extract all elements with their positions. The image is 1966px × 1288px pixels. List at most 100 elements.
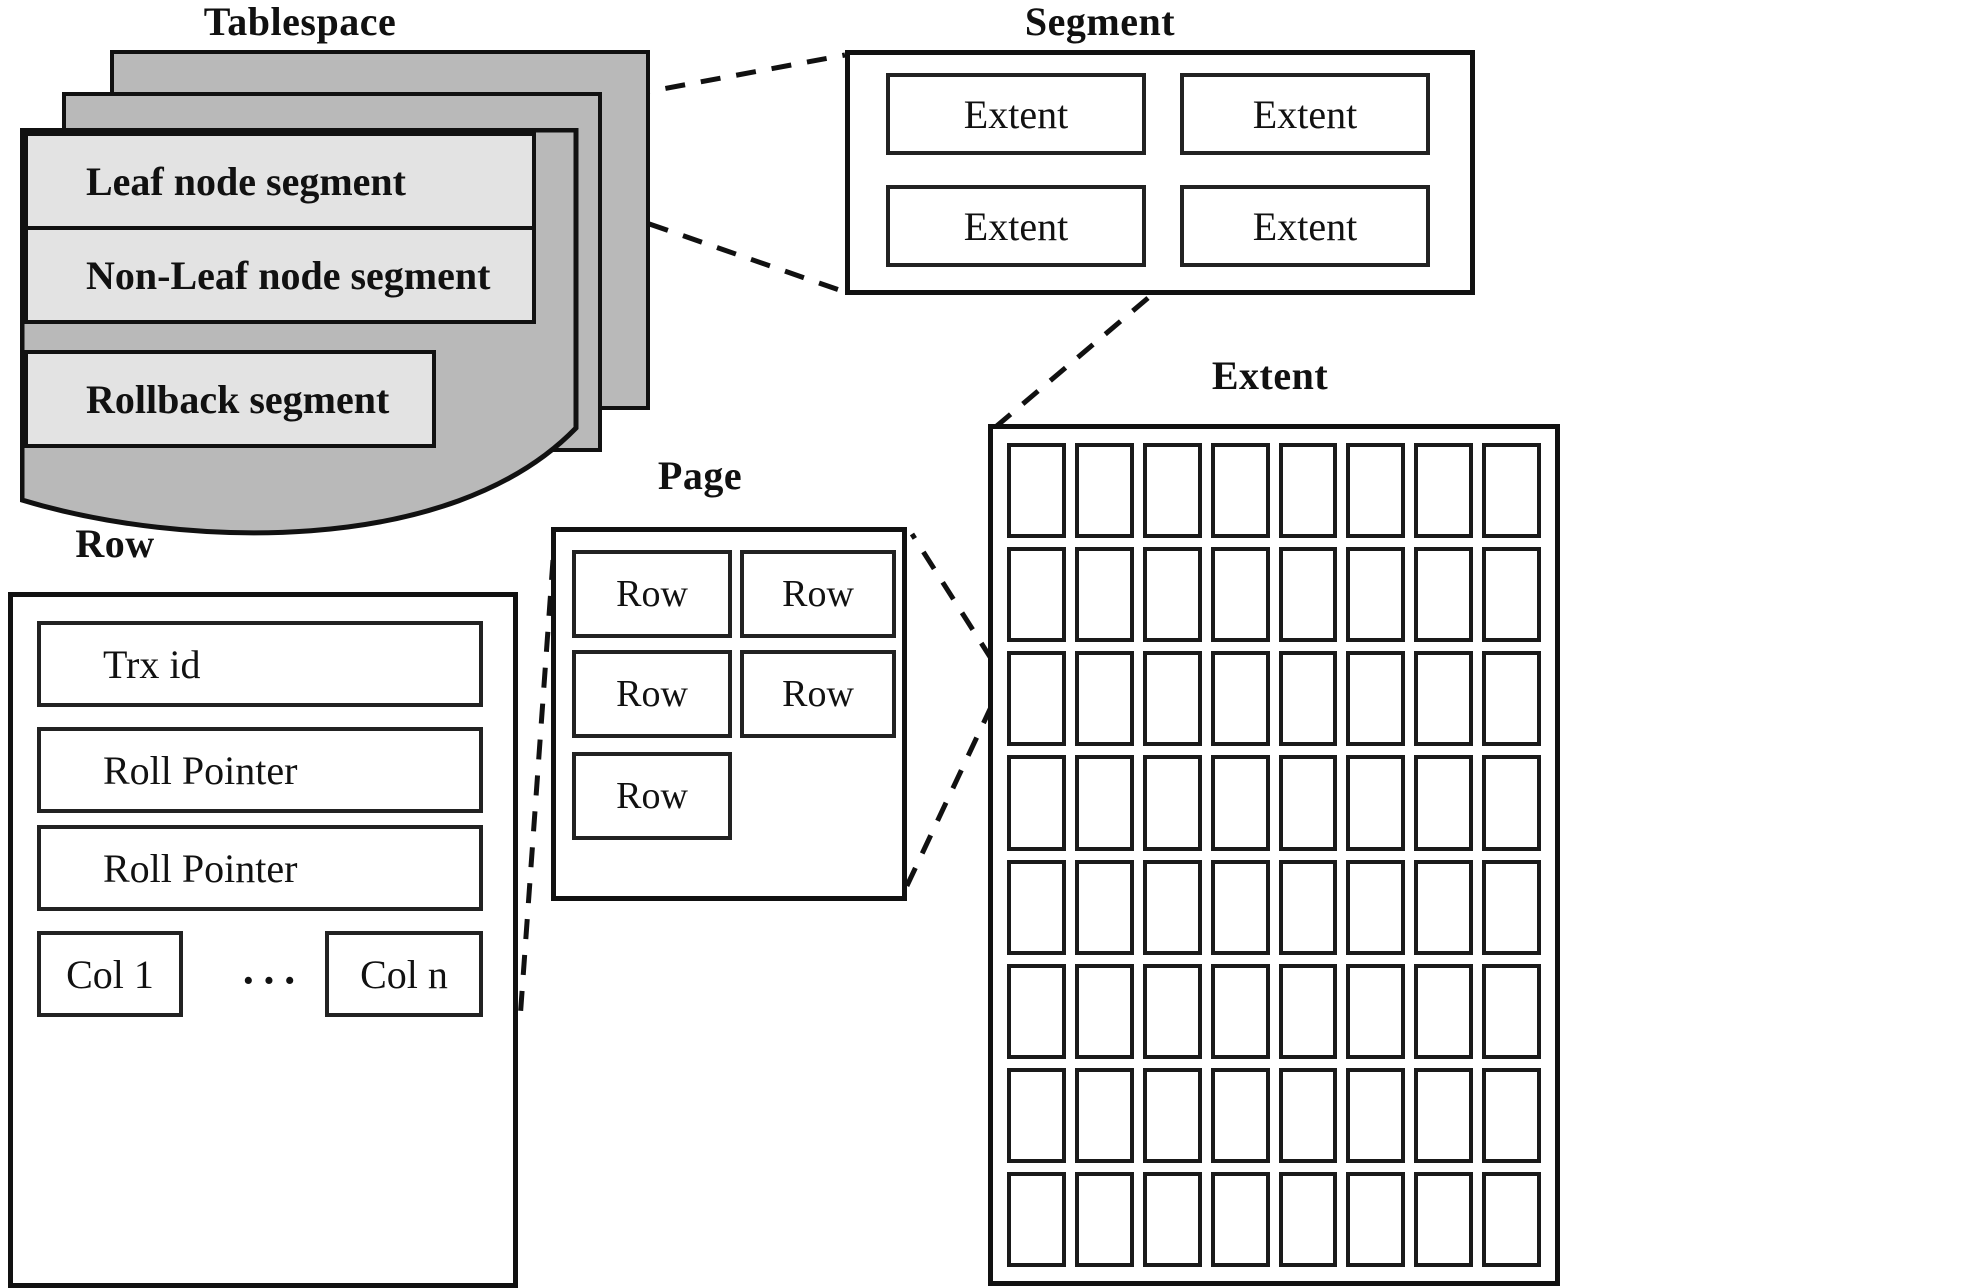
extent-page-cell[interactable] bbox=[1482, 651, 1541, 747]
extent-page-cell[interactable] bbox=[1482, 1067, 1541, 1163]
extent-box bbox=[988, 424, 1560, 1286]
tablespace-group: Leaf node segment Non-Leaf node segment … bbox=[0, 40, 700, 536]
page-row[interactable]: Row bbox=[572, 550, 732, 638]
extent-page-cell[interactable] bbox=[1142, 1067, 1202, 1163]
extent-page-cell[interactable] bbox=[1346, 547, 1406, 643]
extent-page-cell[interactable] bbox=[1414, 1171, 1474, 1267]
tablespace-segment-rollback[interactable]: Rollback segment bbox=[24, 350, 436, 448]
extent-page-cell[interactable] bbox=[1142, 755, 1202, 851]
row-field-label: Roll Pointer bbox=[103, 747, 298, 793]
extent-page-cell[interactable] bbox=[1278, 755, 1338, 851]
extent-label: Extent bbox=[1252, 91, 1358, 137]
extent-page-cell[interactable] bbox=[1346, 1067, 1406, 1163]
page-caption: Page bbox=[657, 453, 743, 498]
extent-page-cell[interactable] bbox=[1278, 1171, 1338, 1267]
tablespace-segment-label: Rollback segment bbox=[86, 376, 390, 422]
tablespace-segment-nonleaf[interactable]: Non-Leaf node segment bbox=[24, 226, 536, 324]
tablespace-segment-leaf[interactable]: Leaf node segment bbox=[24, 132, 536, 230]
tablespace-segment-label: Non-Leaf node segment bbox=[86, 252, 491, 298]
extent-page-cell[interactable] bbox=[1414, 651, 1474, 747]
extent-page-cell[interactable] bbox=[1074, 859, 1134, 955]
extent-page-cell[interactable] bbox=[1142, 1171, 1202, 1267]
extent-page-cell[interactable] bbox=[1346, 651, 1406, 747]
extent-page-cell[interactable] bbox=[1278, 547, 1338, 643]
extent-label: Extent bbox=[1252, 203, 1358, 249]
segment-extent-box[interactable]: Extent bbox=[1180, 73, 1430, 155]
extent-page-cell[interactable] bbox=[1414, 1067, 1474, 1163]
extent-page-cell[interactable] bbox=[1007, 859, 1066, 955]
page-row[interactable]: Row bbox=[740, 650, 896, 738]
extent-page-cell[interactable] bbox=[1142, 859, 1202, 955]
extent-page-cell[interactable] bbox=[1414, 963, 1474, 1059]
segment-caption: Segment bbox=[1024, 0, 1176, 44]
extent-page-cell[interactable] bbox=[1346, 443, 1406, 539]
extent-page-cell[interactable] bbox=[1482, 547, 1541, 643]
row-field-trx-id[interactable]: Trx id bbox=[37, 621, 483, 707]
page-box: Row Row Row Row Row bbox=[551, 527, 907, 901]
segment-extent-box[interactable]: Extent bbox=[886, 73, 1146, 155]
segment-extent-box[interactable]: Extent bbox=[886, 185, 1146, 267]
extent-page-cell[interactable] bbox=[1210, 651, 1270, 747]
extent-page-cell[interactable] bbox=[1414, 443, 1474, 539]
extent-page-cell[interactable] bbox=[1074, 1171, 1134, 1267]
extent-page-cell[interactable] bbox=[1482, 755, 1541, 851]
page-row-label: Row bbox=[616, 573, 688, 615]
page-row-label: Row bbox=[782, 673, 854, 715]
connector-extent-page-top bbox=[909, 532, 995, 662]
page-row-label: Row bbox=[616, 673, 688, 715]
page-row[interactable]: Row bbox=[572, 650, 732, 738]
page-row[interactable]: Row bbox=[572, 752, 732, 840]
extent-page-cell[interactable] bbox=[1007, 755, 1066, 851]
extent-page-cell[interactable] bbox=[1346, 1171, 1406, 1267]
row-field-label: Roll Pointer bbox=[103, 845, 298, 891]
extent-page-cell[interactable] bbox=[1482, 859, 1541, 955]
extent-page-cell[interactable] bbox=[1074, 963, 1134, 1059]
connector-extent-page-bottom bbox=[902, 703, 995, 892]
extent-page-cell[interactable] bbox=[1210, 859, 1270, 955]
extent-page-cell[interactable] bbox=[1074, 1067, 1134, 1163]
extent-page-cell[interactable] bbox=[1346, 859, 1406, 955]
extent-page-cell[interactable] bbox=[1278, 651, 1338, 747]
row-field-roll-pointer[interactable]: Roll Pointer bbox=[37, 825, 483, 911]
extent-page-cell[interactable] bbox=[1074, 443, 1134, 539]
extent-page-cell[interactable] bbox=[1007, 963, 1066, 1059]
extent-page-cell[interactable] bbox=[1414, 859, 1474, 955]
extent-page-cell[interactable] bbox=[1210, 547, 1270, 643]
extent-page-cell[interactable] bbox=[1278, 443, 1338, 539]
extent-page-cell[interactable] bbox=[1210, 755, 1270, 851]
extent-page-cell[interactable] bbox=[1210, 1067, 1270, 1163]
row-column-first[interactable]: Col 1 bbox=[37, 931, 183, 1017]
segment-extent-box[interactable]: Extent bbox=[1180, 185, 1430, 267]
extent-page-cell[interactable] bbox=[1482, 443, 1541, 539]
row-column-last[interactable]: Col n bbox=[325, 931, 483, 1017]
extent-page-cell[interactable] bbox=[1482, 963, 1541, 1059]
extent-page-cell[interactable] bbox=[1278, 963, 1338, 1059]
page-row[interactable]: Row bbox=[740, 550, 896, 638]
extent-page-cell[interactable] bbox=[1142, 651, 1202, 747]
extent-page-cell[interactable] bbox=[1074, 651, 1134, 747]
extent-page-cell[interactable] bbox=[1414, 755, 1474, 851]
segment-box: Extent Extent Extent Extent bbox=[845, 50, 1475, 295]
extent-page-cell[interactable] bbox=[1210, 1171, 1270, 1267]
extent-page-cell[interactable] bbox=[1007, 443, 1066, 539]
extent-page-cell[interactable] bbox=[1007, 1171, 1066, 1267]
extent-page-cell[interactable] bbox=[1142, 547, 1202, 643]
extent-page-cell[interactable] bbox=[1346, 755, 1406, 851]
extent-page-cell[interactable] bbox=[1074, 547, 1134, 643]
extent-page-cell[interactable] bbox=[1142, 963, 1202, 1059]
extent-page-cell[interactable] bbox=[1007, 1067, 1066, 1163]
extent-label: Extent bbox=[963, 203, 1069, 249]
extent-page-cell[interactable] bbox=[1346, 963, 1406, 1059]
extent-page-cell[interactable] bbox=[1210, 963, 1270, 1059]
extent-page-cell[interactable] bbox=[1278, 1067, 1338, 1163]
page-row-label: Row bbox=[782, 573, 854, 615]
extent-page-cell[interactable] bbox=[1007, 547, 1066, 643]
extent-page-cell[interactable] bbox=[1007, 651, 1066, 747]
row-field-roll-pointer[interactable]: Roll Pointer bbox=[37, 727, 483, 813]
extent-page-cell[interactable] bbox=[1278, 859, 1338, 955]
extent-page-cell[interactable] bbox=[1074, 755, 1134, 851]
extent-page-cell[interactable] bbox=[1210, 443, 1270, 539]
extent-page-cell[interactable] bbox=[1482, 1171, 1541, 1267]
extent-page-cell[interactable] bbox=[1142, 443, 1202, 539]
extent-page-cell[interactable] bbox=[1414, 547, 1474, 643]
